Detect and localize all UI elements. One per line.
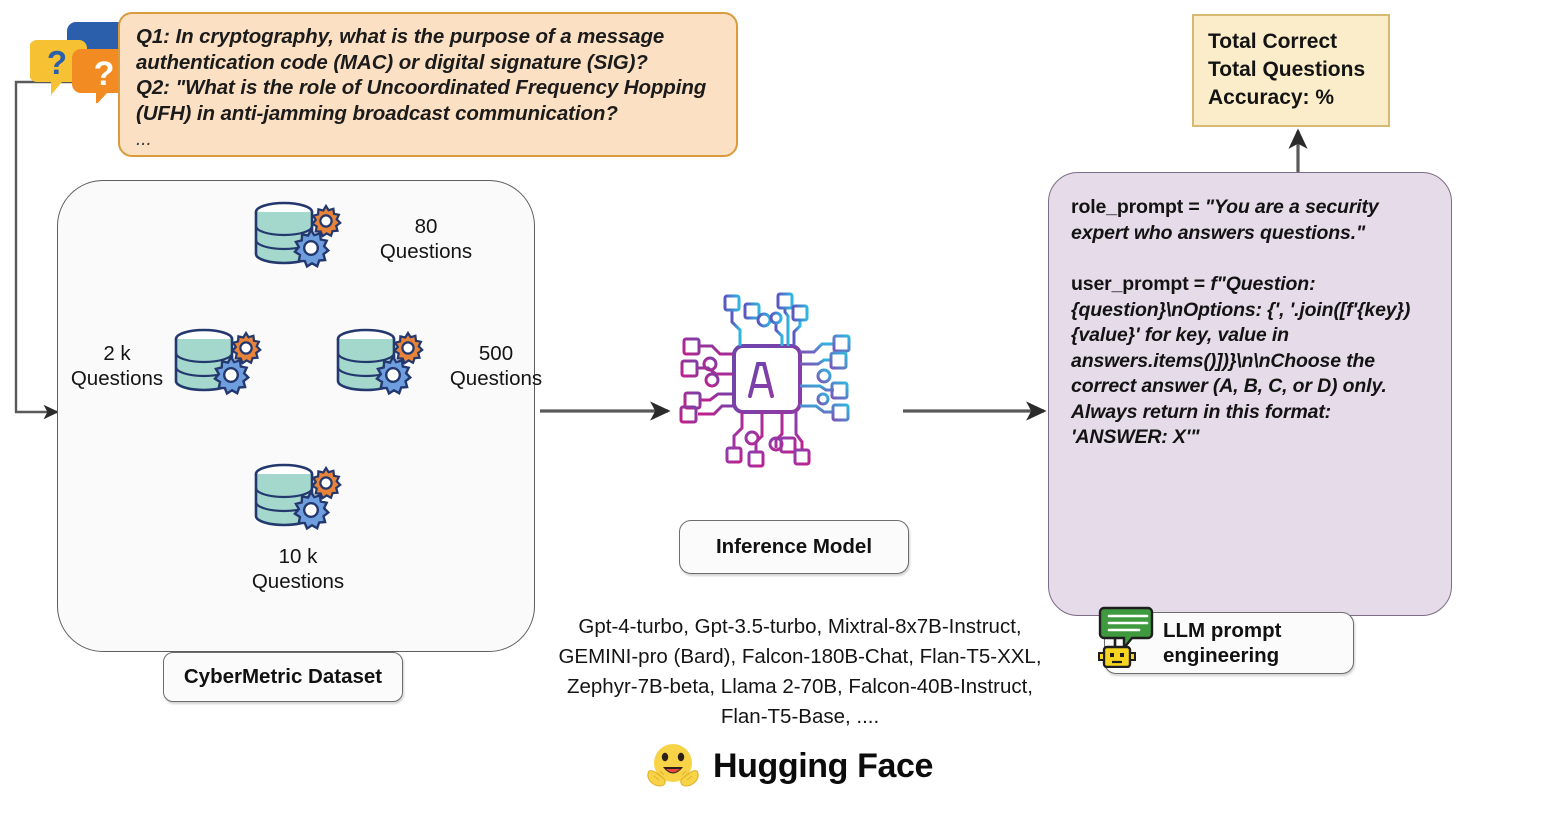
database-gears-icon (336, 328, 424, 396)
dataset-item-500: 500 Questions (330, 325, 542, 405)
dataset-item-500-label: 500 Questions (449, 342, 543, 390)
model-list-line-2: GEMINI-pro (Bard), Falcon-180B-Chat, Fla… (558, 645, 1042, 668)
dataset-item-80: 80 Questions (248, 198, 472, 278)
database-gears-icon (254, 201, 342, 269)
dataset-item-2k-label: 2 k Questions (70, 342, 164, 390)
prompt-engineering-panel: role_prompt = "You are a security expert… (1048, 172, 1452, 616)
question-line-1: Q1: In cryptography, what is the purpose… (136, 25, 665, 74)
dataset-caption-label: CyberMetric Dataset (163, 652, 403, 702)
chat-robot-icon (1098, 606, 1154, 668)
database-gears-icon (254, 463, 342, 531)
sample-questions-panel: Q1: In cryptography, what is the purpose… (118, 12, 738, 157)
database-gears-icon (174, 328, 262, 396)
results-line-total-questions: Total Questions (1208, 58, 1366, 81)
model-list-line-4: Flan-T5-Base, .... (720, 705, 880, 728)
dataset-item-10k: 10 k Questions (248, 460, 358, 593)
llm-prompt-engineering-label: LLM prompt engineering (1163, 619, 1282, 667)
hugging-face-label: Hugging Face (713, 746, 933, 785)
model-list-line-1: Gpt-4-turbo, Gpt-3.5-turbo, Mixtral-8x7B… (578, 615, 1022, 638)
role-prompt-key: role_prompt = (1071, 196, 1205, 218)
model-list: Gpt-4-turbo, Gpt-3.5-turbo, Mixtral-8x7B… (505, 612, 1095, 732)
dataset-item-80-label: 80 Questions (379, 215, 473, 263)
inference-model-caption: Inference Model (679, 520, 909, 574)
model-list-line-3: Zephyr-7B-beta, Llama 2-70B, Falcon-40B-… (566, 675, 1033, 698)
results-line-total-correct: Total Correct (1208, 30, 1338, 53)
dataset-item-2k: 2 k Questions (71, 325, 278, 405)
role-prompt-value: "You are a security expert who answers q… (1071, 196, 1379, 244)
hugging-face-logo: Hugging Face (645, 738, 933, 794)
ai-chip-icon (679, 292, 851, 468)
user-prompt-value: f"Question: {question}\nOptions: {', '.j… (1071, 273, 1411, 448)
svg-text:?: ? (47, 44, 67, 81)
role-prompt-block: role_prompt = "You are a security expert… (1071, 195, 1427, 246)
user-prompt-key: user_prompt = (1071, 273, 1211, 295)
svg-text:?: ? (94, 55, 115, 93)
results-summary-panel: Total Correct Total Questions Accuracy: … (1192, 14, 1390, 127)
question-line-2: Q2: "What is the role of Uncoordinated F… (136, 76, 707, 125)
results-line-accuracy: Accuracy: % (1208, 86, 1335, 109)
hugging-face-emoji-icon (647, 744, 699, 787)
question-ellipsis: ... (136, 129, 152, 150)
user-prompt-block: user_prompt = f"Question: {question}\nOp… (1071, 272, 1427, 451)
dataset-item-10k-label: 10 k Questions (251, 545, 345, 593)
